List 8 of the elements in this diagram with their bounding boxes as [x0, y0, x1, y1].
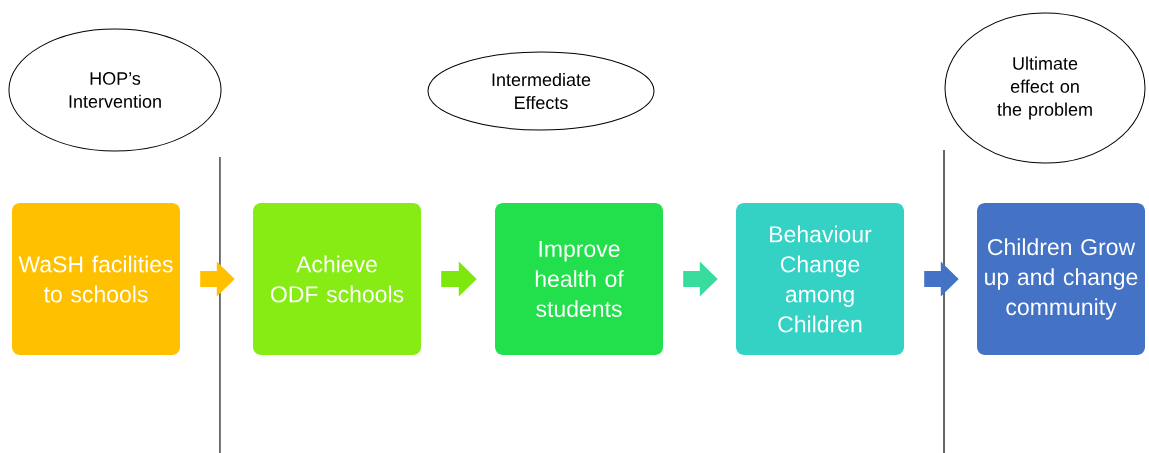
- ellipse-label: Intermediate Effects: [427, 51, 655, 131]
- process-box: Children Grow up and change community: [977, 203, 1145, 355]
- ellipse-label: Ultimate effect on the problem: [944, 12, 1146, 164]
- process-box: Behaviour Change among Children: [736, 203, 904, 355]
- process-box: WaSH facilities to schools: [12, 203, 180, 355]
- process-box: Achieve ODF schools: [253, 203, 421, 355]
- process-box: Improve health of students: [495, 203, 663, 355]
- ellipse-label: HOP’s Intervention: [8, 28, 222, 152]
